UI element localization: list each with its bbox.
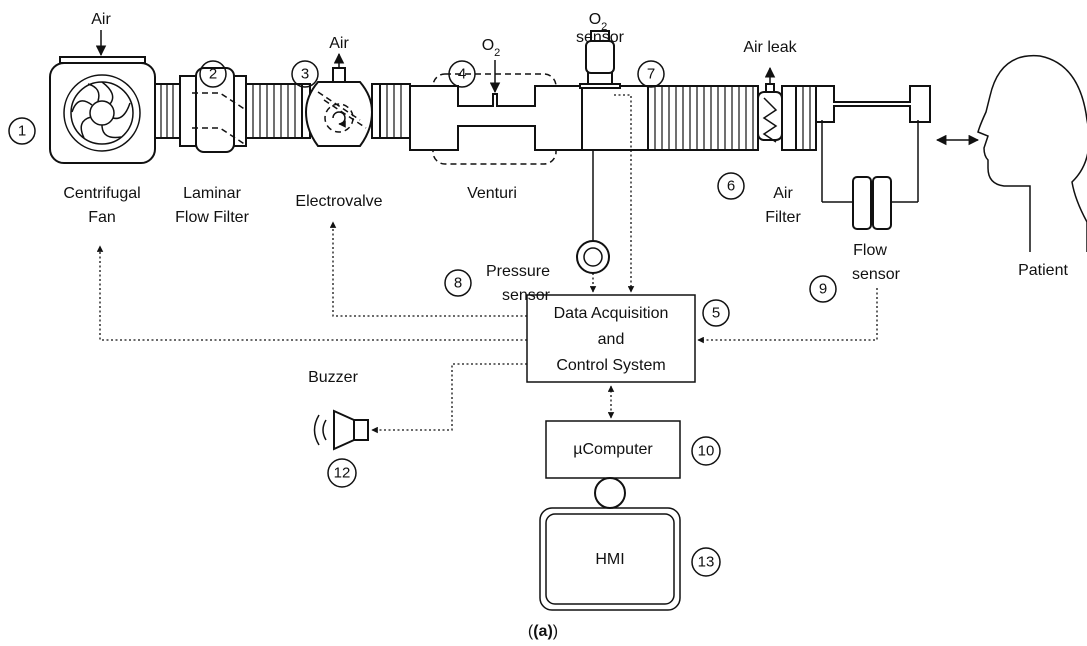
callout-5: 5 — [702, 299, 730, 327]
figure-caption: ((a)) — [528, 623, 558, 640]
fan-label-line1: Centrifugal — [63, 185, 140, 202]
electrovalve-label: Electrovalve — [295, 193, 382, 210]
svg-text:2: 2 — [209, 66, 217, 83]
tube-fan-to-filter — [154, 83, 181, 139]
daq-control-box — [526, 294, 696, 383]
air-leak-label: Air leak — [743, 39, 797, 56]
daq-label-line2: and — [598, 331, 625, 348]
air-filter-label-line2: Filter — [765, 209, 801, 226]
svg-text:3: 3 — [301, 66, 309, 83]
callout-13: 13 — [691, 547, 721, 577]
o2-sensor-label-line2: sensor — [576, 29, 625, 46]
svg-text:7: 7 — [647, 66, 655, 83]
patient-head-icon — [977, 54, 1087, 252]
svg-text:6: 6 — [727, 178, 735, 195]
hmi-screen — [539, 507, 681, 611]
svg-text:10: 10 — [698, 443, 715, 460]
callout-8: 8 — [444, 269, 472, 297]
svg-text:9: 9 — [819, 281, 827, 298]
tube-after-filter — [795, 85, 817, 151]
t-junction — [581, 85, 649, 151]
connector-circle — [594, 477, 626, 509]
fan-label-line2: Fan — [88, 209, 116, 226]
svg-text:12: 12 — [334, 465, 351, 482]
air-filter — [757, 83, 797, 151]
callout-10: 10 — [691, 436, 721, 466]
callout-7: 7 — [637, 60, 665, 88]
callout-9: 9 — [809, 275, 837, 303]
venturi-label: Venturi — [467, 185, 517, 202]
venturi — [409, 73, 583, 165]
buzzer-icon — [313, 409, 369, 451]
tube-to-air-filter — [647, 85, 759, 151]
air-inlet-label: Air — [91, 11, 111, 28]
ucomputer-label: µComputer — [573, 441, 653, 458]
hmi-label: HMI — [595, 551, 624, 568]
svg-text:5: 5 — [712, 305, 720, 322]
svg-text:4: 4 — [458, 66, 466, 83]
signal-lines — [96, 94, 878, 434]
pressure-label-line1: Pressure — [486, 263, 550, 280]
daq-label-line3: Control System — [556, 357, 665, 374]
callout-3: 3 — [291, 60, 319, 88]
callout-12: 12 — [327, 458, 357, 488]
buzzer-label: Buzzer — [308, 369, 358, 386]
svg-text:13: 13 — [698, 554, 715, 571]
air-exhaust-label: Air — [329, 35, 349, 52]
pressure-sensor — [576, 240, 610, 274]
centrifugal-fan — [49, 56, 156, 164]
callout-6: 6 — [717, 172, 745, 200]
tube-filter-to-valve — [245, 83, 303, 139]
o2-sensor-label-line1: O2 — [589, 11, 608, 33]
callout-1: 1 — [8, 117, 36, 145]
filter-label-line2: Flow Filter — [175, 209, 249, 226]
laminar-flow-filter — [179, 67, 247, 153]
svg-text:8: 8 — [454, 275, 462, 292]
daq-label-line1: Data Acquisition — [554, 305, 669, 322]
electrovalve — [301, 67, 381, 147]
o2-inlet-label: O2 — [482, 37, 501, 59]
o2-sensor — [579, 30, 621, 89]
tube-valve-to-venturi — [379, 83, 411, 139]
callout-2: 2 — [199, 60, 227, 88]
air-filter-label-line1: Air — [773, 185, 793, 202]
svg-text:1: 1 — [18, 123, 26, 140]
flow-sensor — [815, 85, 931, 230]
flow-label-line1: Flow — [853, 242, 887, 259]
flow-label-line2: sensor — [852, 266, 901, 283]
callout-4: 4 — [448, 60, 476, 88]
filter-label-line1: Laminar — [183, 185, 241, 202]
patient-label: Patient — [1018, 262, 1068, 279]
